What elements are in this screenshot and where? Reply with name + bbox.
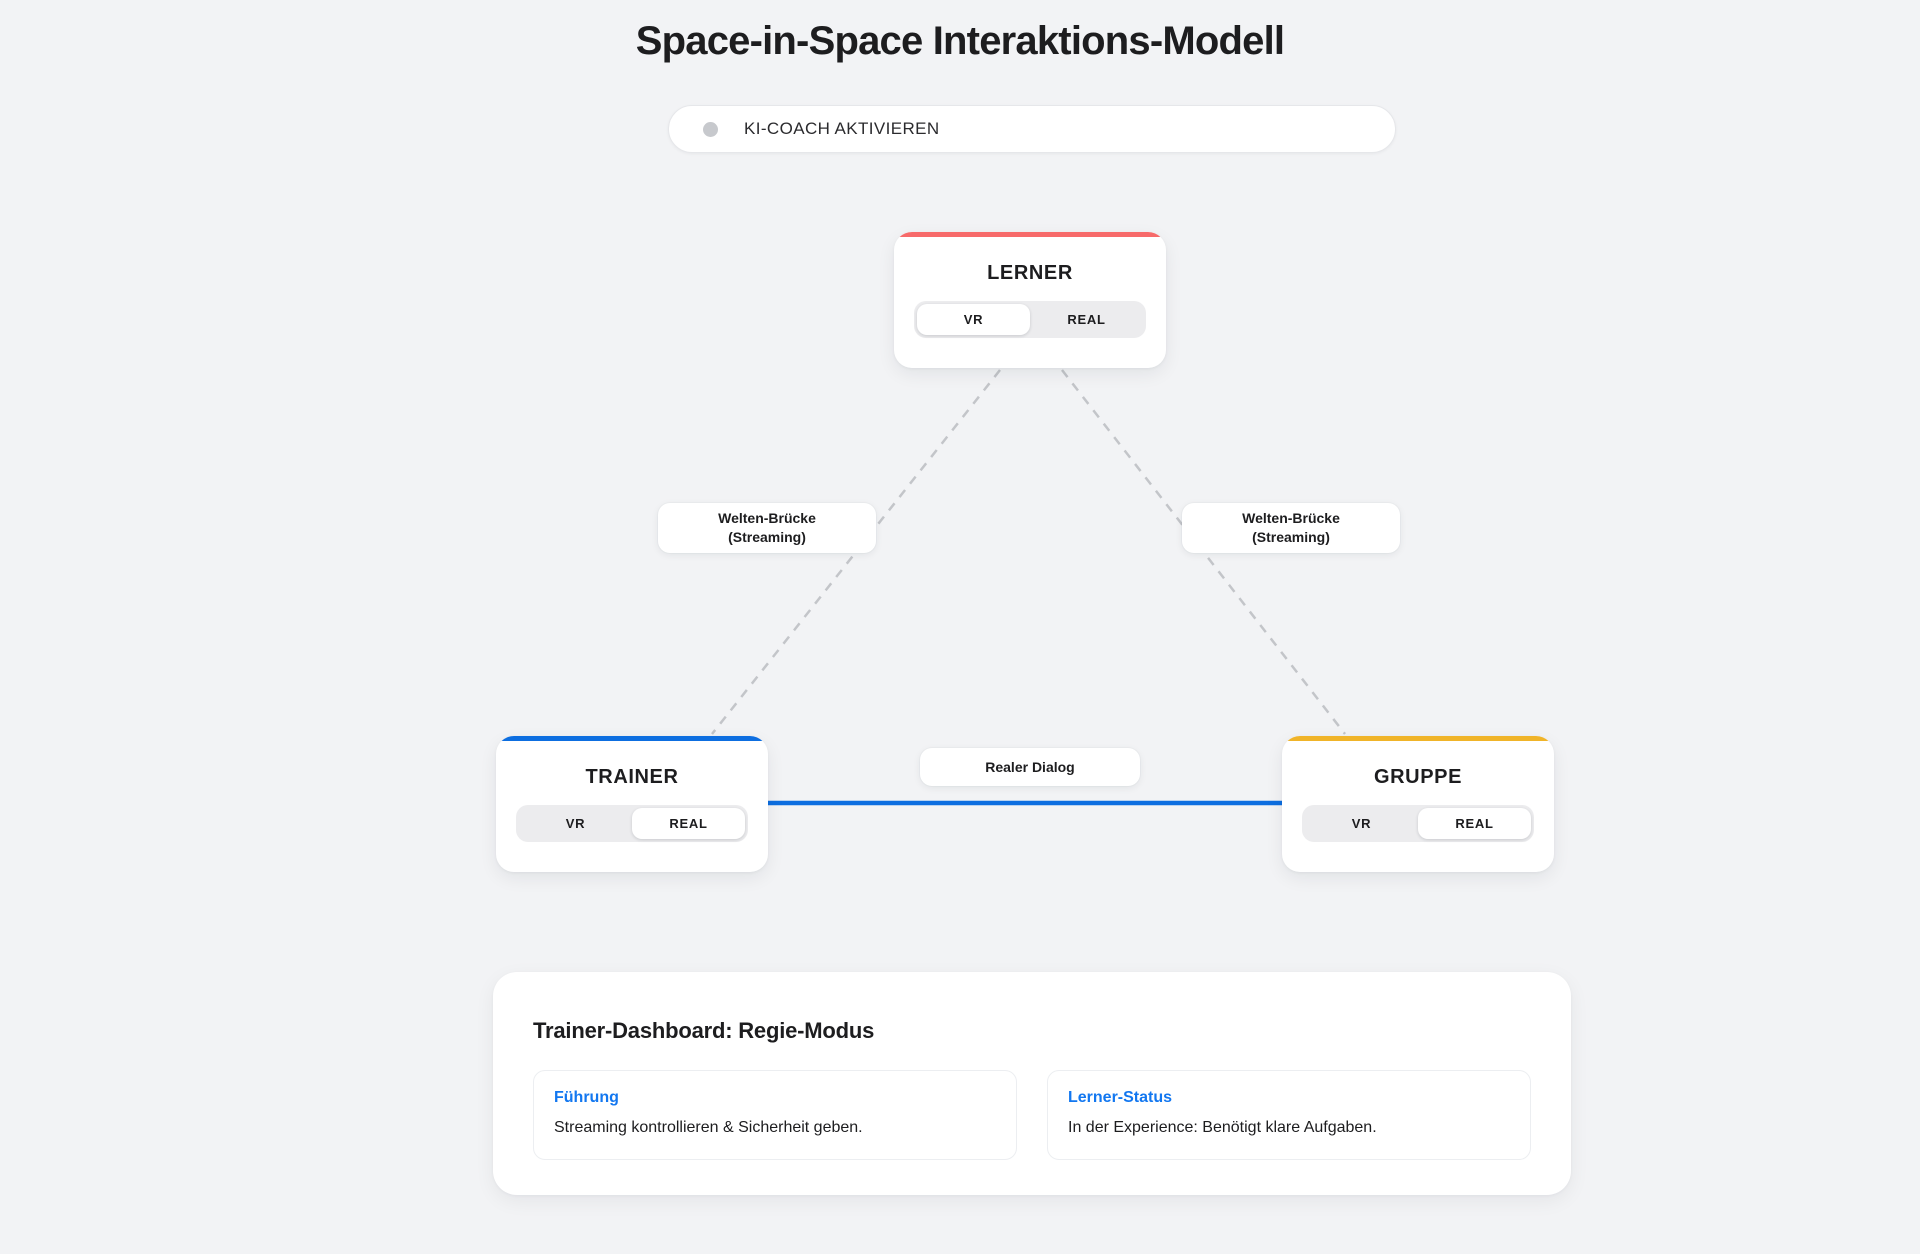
mode-option-trainer-vr[interactable]: VR (565, 816, 586, 831)
edge-label-bridge-right: Welten-Brücke (Streaming) (1182, 503, 1400, 553)
node-title-lerner: LERNER (987, 262, 1073, 284)
node-accent-bar-lerner (894, 232, 1166, 237)
node-title-gruppe: GRUPPE (1373, 766, 1463, 788)
dashboard-card-grid: Führung Streaming kontrollieren & Sicher… (533, 1070, 1531, 1161)
page-title: Space-in-Space Interaktions-Modell (635, 19, 1285, 63)
mode-option-lerner-vr[interactable]: VR (917, 304, 1030, 335)
mode-option-gruppe-vr[interactable]: VR (1351, 816, 1372, 831)
ki-coach-button-label: KI-COACH AKTIVIEREN (744, 119, 940, 138)
edge-label-dialog-line1: Realer Dialog (985, 758, 1075, 775)
node-accent-bar-trainer (496, 736, 768, 741)
edge-label-bridge-left-line2: (Streaming) (728, 529, 806, 545)
mode-option-trainer-real[interactable]: REAL (632, 808, 745, 839)
dashboard-card-lerner-status-text: In der Experience: Benötigt klare Aufgab… (1068, 1119, 1377, 1136)
dashboard-title: Trainer-Dashboard: Regie-Modus (533, 1018, 875, 1043)
edge-label-bridge-right-line1: Welten-Brücke (1242, 510, 1340, 527)
node-accent-bar-gruppe (1282, 736, 1554, 741)
ki-coach-activate-button[interactable]: KI-COACH AKTIVIEREN (668, 105, 1396, 153)
node-card-trainer[interactable]: TRAINER VR REAL (496, 736, 768, 872)
trainer-dashboard-panel: Trainer-Dashboard: Regie-Modus Führung S… (493, 972, 1571, 1195)
dashboard-card-fuehrung: Führung Streaming kontrollieren & Sicher… (533, 1070, 1017, 1161)
edge-label-bridge-left-line1: Welten-Brücke (718, 510, 816, 527)
mode-toggle-trainer[interactable]: VR REAL (516, 805, 748, 842)
node-card-lerner[interactable]: LERNER VR REAL (894, 232, 1166, 368)
edge-label-bridge-left: Welten-Brücke (Streaming) (658, 503, 876, 553)
dashboard-card-lerner-status-title: Lerner-Status (1068, 1089, 1173, 1106)
dashboard-card-fuehrung-title: Führung (554, 1089, 619, 1106)
mode-option-gruppe-real[interactable]: REAL (1418, 808, 1531, 839)
dashboard-card-fuehrung-text: Streaming kontrollieren & Sicherheit geb… (554, 1119, 863, 1136)
dashboard-card-lerner-status: Lerner-Status In der Experience: Benötig… (1047, 1070, 1531, 1161)
edge-label-bridge-right-line2: (Streaming) (1252, 529, 1330, 545)
node-card-gruppe[interactable]: GRUPPE VR REAL (1282, 736, 1554, 872)
mode-toggle-gruppe[interactable]: VR REAL (1302, 805, 1534, 842)
status-dot-icon (703, 121, 718, 137)
mode-option-lerner-real[interactable]: REAL (1067, 312, 1106, 327)
edge-label-dialog: Realer Dialog (920, 748, 1140, 786)
mode-toggle-lerner[interactable]: VR REAL (914, 301, 1146, 338)
node-title-trainer: TRAINER (585, 766, 679, 788)
